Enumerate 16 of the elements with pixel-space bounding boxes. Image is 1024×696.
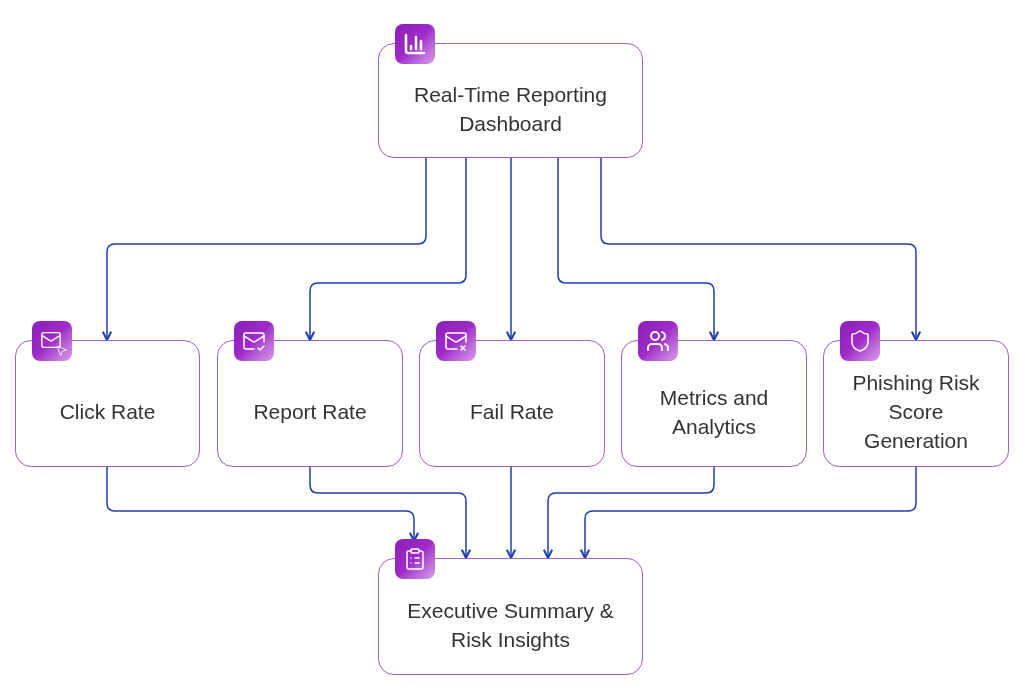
node-label: Click Rate [59, 399, 156, 425]
node-label: Fail Rate [470, 399, 554, 425]
arrow [505, 466, 517, 560]
node-label: Report Rate [253, 399, 367, 425]
arrow [309, 466, 472, 560]
arrow [304, 157, 467, 342]
node-label: Phishing Risk Score Generation [851, 370, 981, 454]
node-label: Real-Time Reporting Dashboard [413, 81, 608, 137]
arrow [505, 157, 517, 342]
arrow [600, 157, 922, 342]
arrow [542, 466, 715, 560]
arrow [579, 466, 917, 560]
arrow [557, 157, 720, 342]
node-label: Metrics and Analytics [658, 384, 770, 440]
arrow [101, 157, 427, 342]
node-label: Executive Summary & Risk Insights [406, 597, 615, 653]
